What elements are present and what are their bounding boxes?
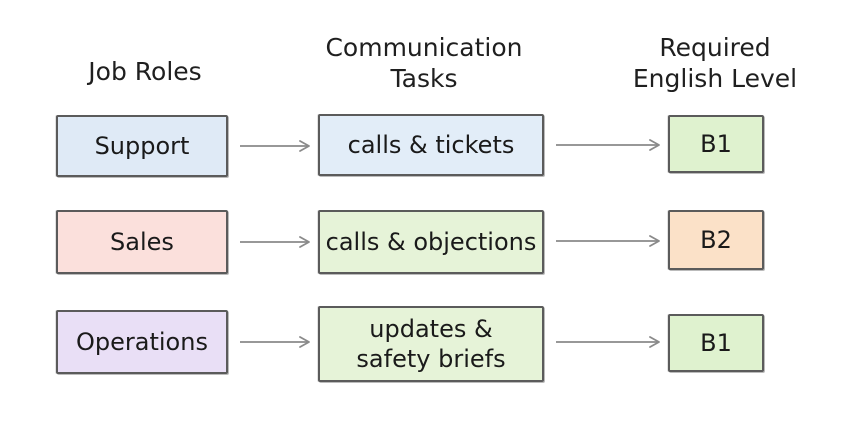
role-label-operations: Operations	[76, 328, 208, 356]
level-box-operations: B1	[668, 314, 764, 372]
level-box-support: B1	[668, 115, 764, 173]
level-box-sales: B2	[668, 210, 764, 270]
header-job-roles: Job Roles	[88, 57, 202, 86]
level-label-support: B1	[700, 130, 732, 158]
role-label-support: Support	[94, 132, 190, 160]
task-label-operations: updates & safety briefs	[356, 315, 506, 373]
role-box-support: Support	[56, 115, 228, 177]
role-box-operations: Operations	[56, 310, 228, 374]
role-box-sales: Sales	[56, 210, 228, 274]
header-required-english-level: Required English Level	[632, 33, 798, 93]
task-box-operations: updates & safety briefs	[318, 306, 544, 382]
role-label-sales: Sales	[110, 228, 174, 256]
level-label-sales: B2	[700, 226, 732, 254]
level-label-operations: B1	[700, 329, 732, 357]
task-label-support: calls & tickets	[347, 131, 515, 159]
header-communication-tasks: Communication Tasks	[325, 33, 523, 93]
task-label-sales: calls & objections	[325, 228, 537, 256]
task-box-support: calls & tickets	[318, 114, 544, 176]
task-box-sales: calls & objections	[318, 210, 544, 274]
